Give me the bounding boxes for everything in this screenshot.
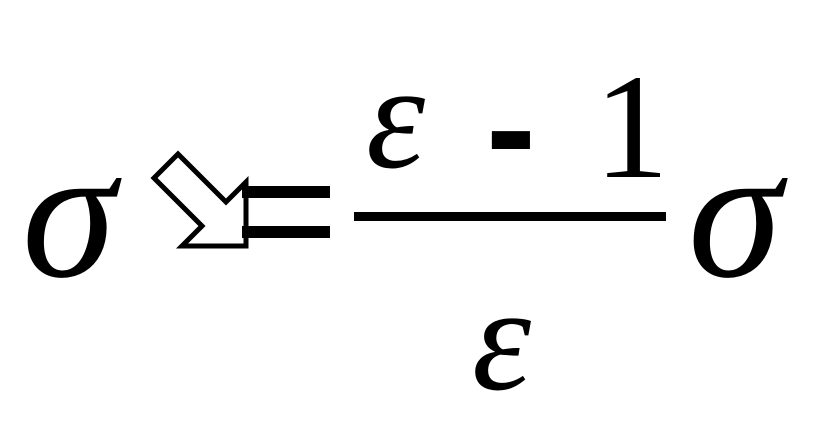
lhs-sigma: σ <box>22 108 116 318</box>
numerator-one: 1 <box>594 44 669 210</box>
denominator-epsilon: ε <box>472 256 532 422</box>
equals-sign-top-bar <box>242 186 330 198</box>
fraction-bar <box>354 212 666 221</box>
outlined-arrow-down-right-icon <box>150 150 249 249</box>
numerator-epsilon: ε <box>366 34 426 200</box>
equals-sign-bottom-bar <box>242 226 330 238</box>
rhs-sigma: σ <box>688 108 782 318</box>
numerator-minus: - <box>486 43 536 211</box>
